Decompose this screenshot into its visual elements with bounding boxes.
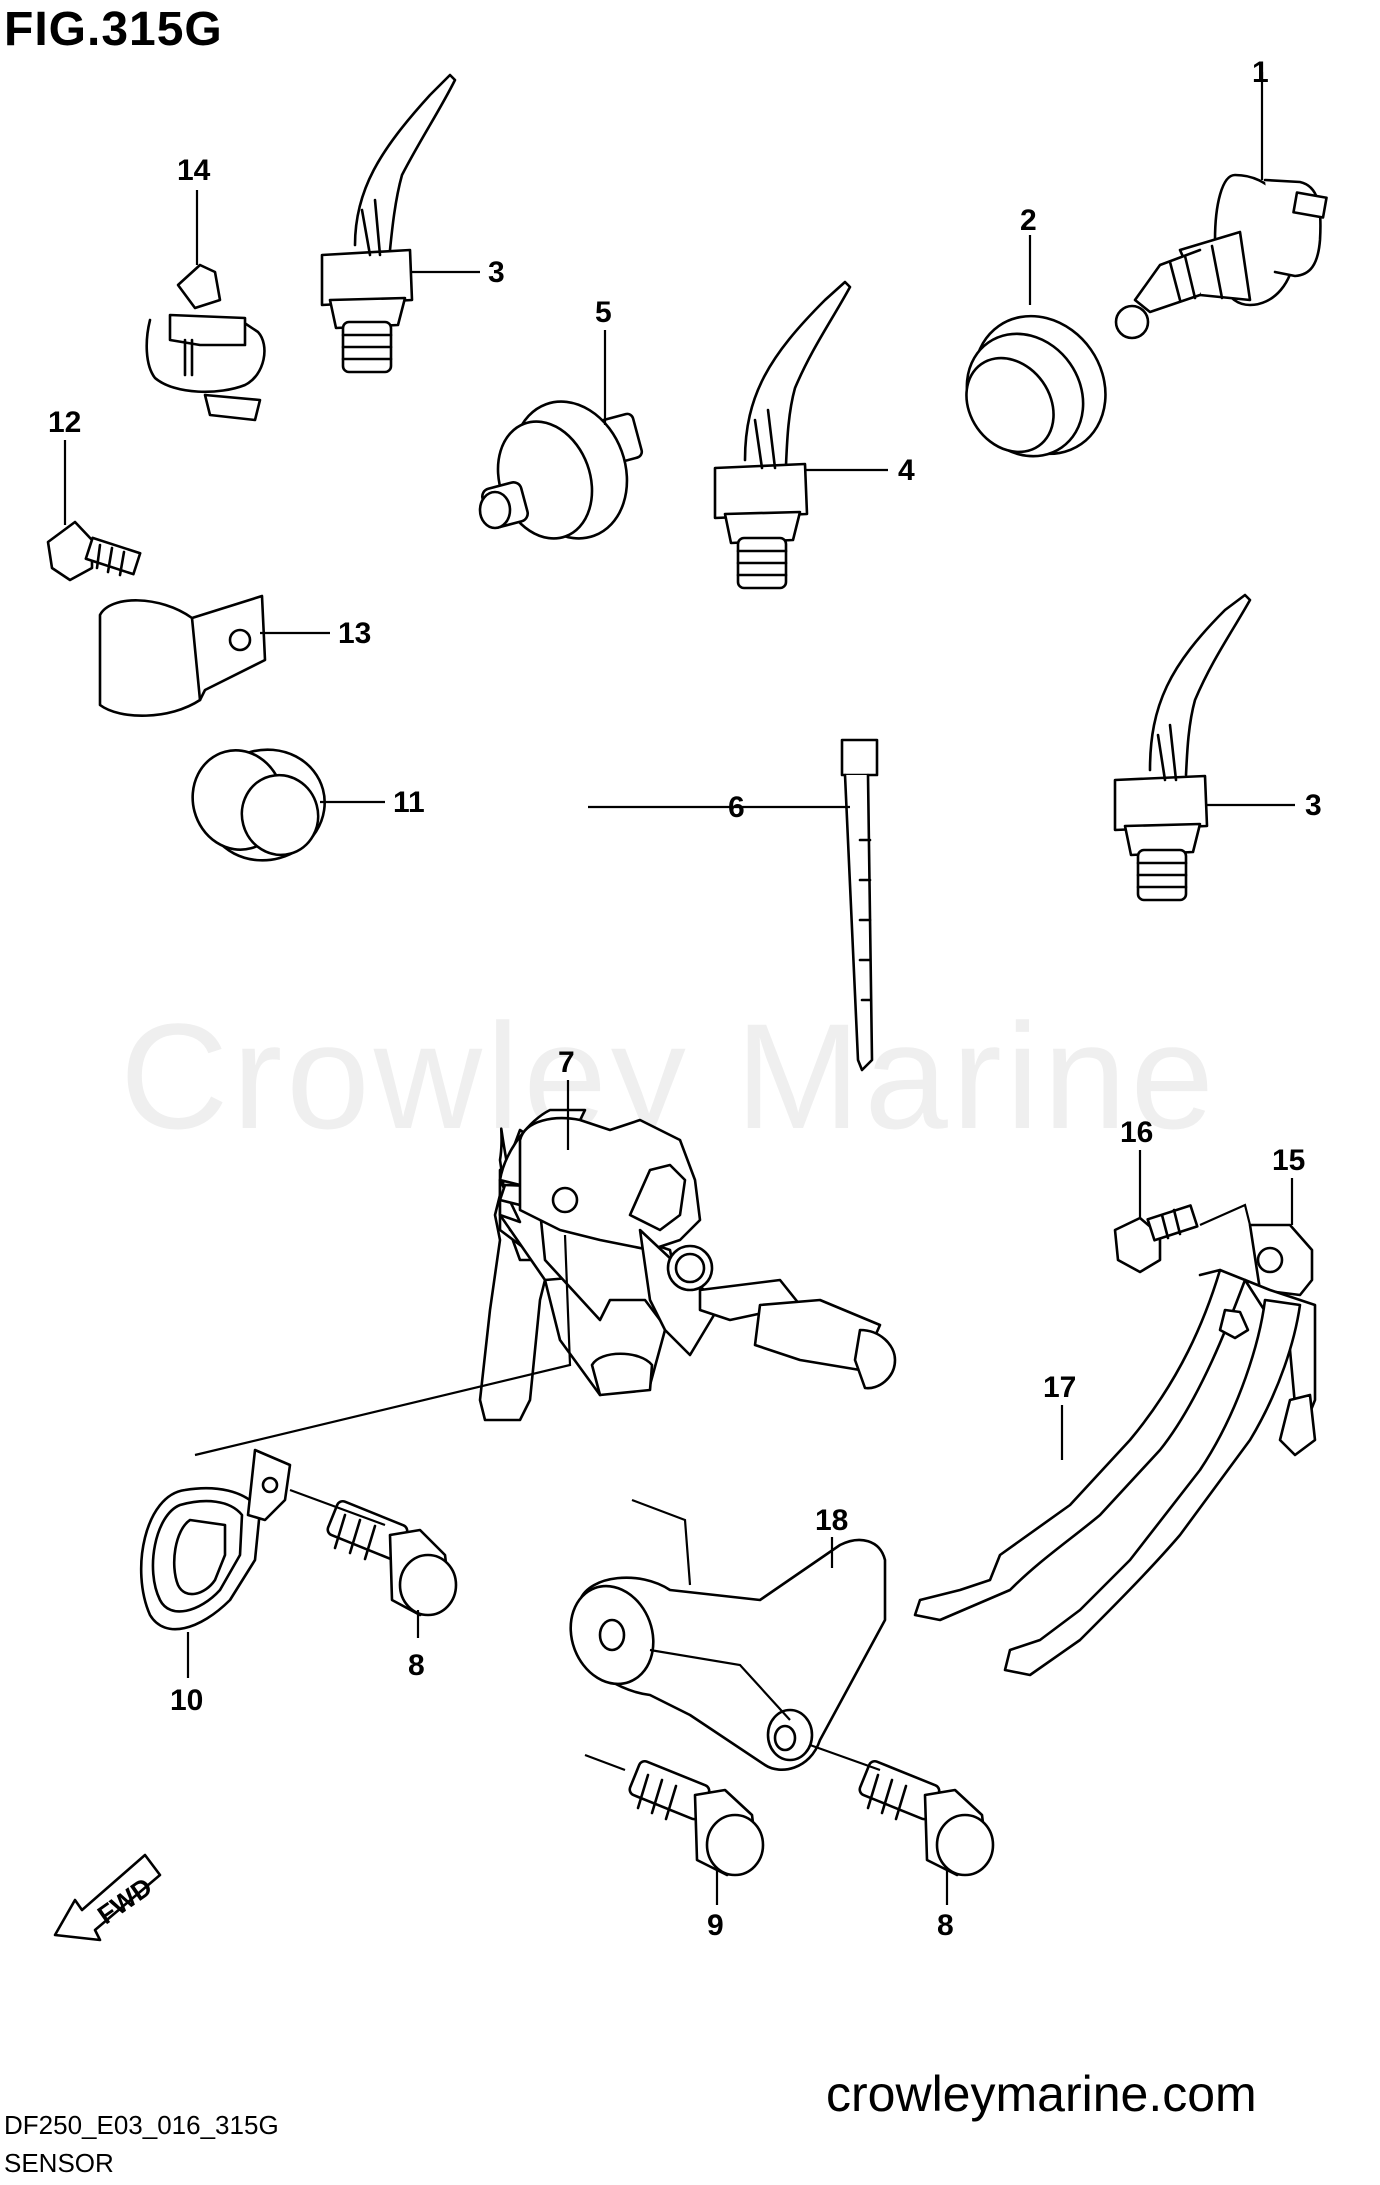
- figure-title: FIG.315G: [4, 3, 223, 56]
- part-11-grommet: [191, 748, 326, 862]
- callout-17: 17: [1043, 1371, 1076, 1404]
- part-12-bolt: [46, 520, 142, 582]
- part-4-sensor: [713, 280, 852, 590]
- callout-4: 4: [898, 454, 915, 487]
- callout-7: 7: [558, 1046, 575, 1079]
- part-17-lever: [913, 1268, 1302, 1677]
- part-3-sensor-top: [320, 73, 457, 374]
- callout-1: 1: [1252, 56, 1269, 89]
- watermark: Crowley Marine: [120, 992, 1218, 1160]
- callout-9: 9: [707, 1909, 724, 1942]
- part-14-clip: [145, 263, 266, 422]
- callout-16: 16: [1120, 1116, 1153, 1149]
- callout-8-left: 8: [408, 1649, 425, 1682]
- part-8-bolt-left: [326, 1499, 458, 1617]
- part-5-knock-sensor: [478, 400, 644, 540]
- callout-15: 15: [1272, 1144, 1305, 1177]
- part-18-bracket: [569, 1538, 887, 1771]
- part-8-bolt-right: [858, 1759, 995, 1877]
- callout-10: 10: [170, 1684, 203, 1717]
- leader-lines: [63, 72, 1295, 1905]
- callout-2: 2: [1020, 204, 1037, 237]
- callout-3-right: 3: [1305, 789, 1322, 822]
- section-name: SENSOR: [4, 2148, 114, 2178]
- callout-5: 5: [595, 296, 612, 329]
- part-2-grommet: [965, 314, 1107, 458]
- part-9-bolt: [628, 1759, 765, 1877]
- diagram-code: DF250_E03_016_315G: [4, 2110, 279, 2140]
- callout-18: 18: [815, 1504, 848, 1537]
- callout-13: 13: [338, 617, 371, 650]
- part-10-loop-clip: [139, 1448, 292, 1631]
- callout-8-right: 8: [937, 1909, 954, 1942]
- part-13-clamp: [98, 594, 267, 717]
- callout-3-top: 3: [488, 256, 505, 289]
- part-1-sensor: [1114, 173, 1328, 340]
- fwd-arrow-icon: [53, 1853, 162, 1942]
- callout-6: 6: [728, 791, 745, 824]
- website-text: crowleymarine.com: [826, 2066, 1257, 2122]
- part-16-bolt: [1113, 1204, 1199, 1274]
- part-6-cable-tie: [840, 738, 879, 1072]
- callout-11: 11: [393, 786, 425, 819]
- callout-12: 12: [48, 406, 81, 439]
- part-3-sensor-right: [1113, 593, 1252, 902]
- callout-14: 14: [177, 154, 211, 187]
- part-7-sensor-assembly: [478, 1108, 897, 1422]
